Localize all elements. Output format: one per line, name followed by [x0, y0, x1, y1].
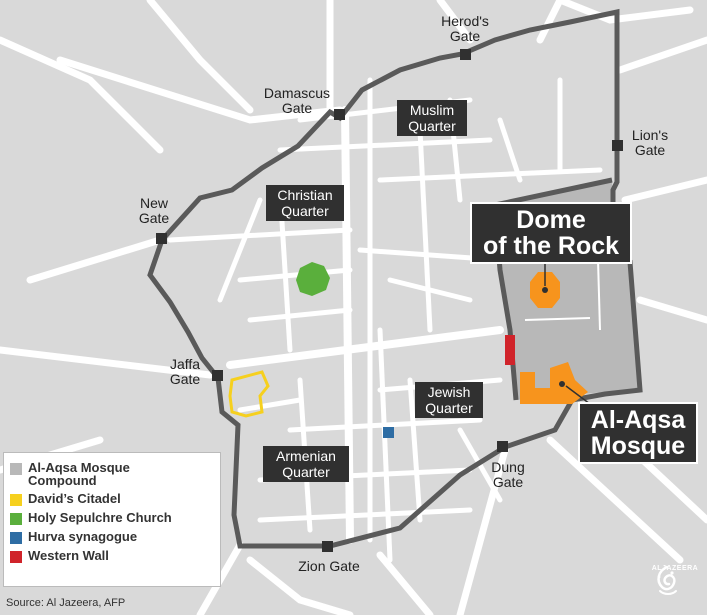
legend-label-citadel: David’s Citadel — [28, 491, 121, 506]
gate-marker-zion — [322, 541, 333, 552]
gate-marker-herods — [460, 49, 471, 60]
legend-label-compound: Al-Aqsa Mosque Compound — [28, 460, 130, 488]
legend-swatch-sepulchre — [10, 513, 22, 525]
legend-item-citadel: David’s Citadel — [10, 492, 220, 506]
gate-label-damascus: Damascus Gate — [263, 85, 331, 116]
legend-item-compound: Al-Aqsa Mosque Compound — [10, 461, 220, 487]
western-wall — [505, 335, 515, 365]
source-credit: Source: Al Jazeera, AFP — [6, 597, 126, 609]
gate-label-lions: Lion's Gate — [631, 127, 669, 158]
legend-swatch-western-wall — [10, 551, 22, 563]
quarter-label-armenian: Armenian Quarter — [263, 446, 349, 482]
legend-swatch-compound — [10, 463, 22, 475]
gate-label-new: New Gate — [138, 195, 170, 226]
al-jazeera-logo-icon — [657, 565, 677, 595]
map-legend: Al-Aqsa Mosque Compound David’s Citadel … — [3, 452, 221, 587]
legend-swatch-citadel — [10, 494, 22, 506]
holy-sepulchre-church — [296, 262, 330, 296]
aqsa-leader-line — [565, 385, 591, 405]
logo-wordmark: ALJAZEERA — [651, 565, 699, 572]
legend-item-hurva: Hurva synagogue — [10, 530, 220, 544]
quarter-label-jewish: Jewish Quarter — [415, 382, 483, 418]
davids-citadel — [228, 370, 270, 418]
quarter-label-muslim: Muslim Quarter — [397, 100, 467, 136]
legend-item-sepulchre: Holy Sepulchre Church — [10, 511, 220, 525]
aqsa-point-icon — [559, 381, 565, 387]
callout-al-aqsa-mosque: Al-Aqsa Mosque — [578, 402, 698, 464]
dome-point-icon — [542, 287, 548, 293]
gate-label-herods: Herod's Gate — [441, 13, 489, 44]
al-jazeera-logo: ALJAZEERA — [650, 565, 700, 611]
gate-markers — [156, 49, 623, 552]
gate-marker-lions — [612, 140, 623, 151]
gate-marker-jaffa — [212, 370, 223, 381]
legend-label-hurva: Hurva synagogue — [28, 529, 138, 544]
gate-marker-dung — [497, 441, 508, 452]
old-city-wall — [147, 8, 643, 549]
compound-north-wall — [494, 177, 613, 208]
al-aqsa-mosque — [520, 362, 588, 404]
gate-label-zion: Zion Gate — [298, 558, 360, 574]
callout-dome-of-the-rock: Dome of the Rock — [470, 202, 632, 264]
legend-item-western-wall: Western Wall — [10, 549, 220, 563]
legend-swatch-hurva — [10, 532, 22, 544]
inner-streets — [167, 77, 603, 563]
legend-label-sepulchre: Holy Sepulchre Church — [28, 510, 172, 525]
gate-label-dung: Dung Gate — [491, 459, 525, 490]
hurva-synagogue — [383, 427, 394, 438]
legend-label-western-wall: Western Wall — [28, 548, 109, 563]
quarter-label-christian: Christian Quarter — [266, 185, 344, 221]
gate-marker-damascus — [334, 109, 345, 120]
gate-label-jaffa: Jaffa Gate — [169, 356, 201, 387]
gate-marker-new — [156, 233, 167, 244]
